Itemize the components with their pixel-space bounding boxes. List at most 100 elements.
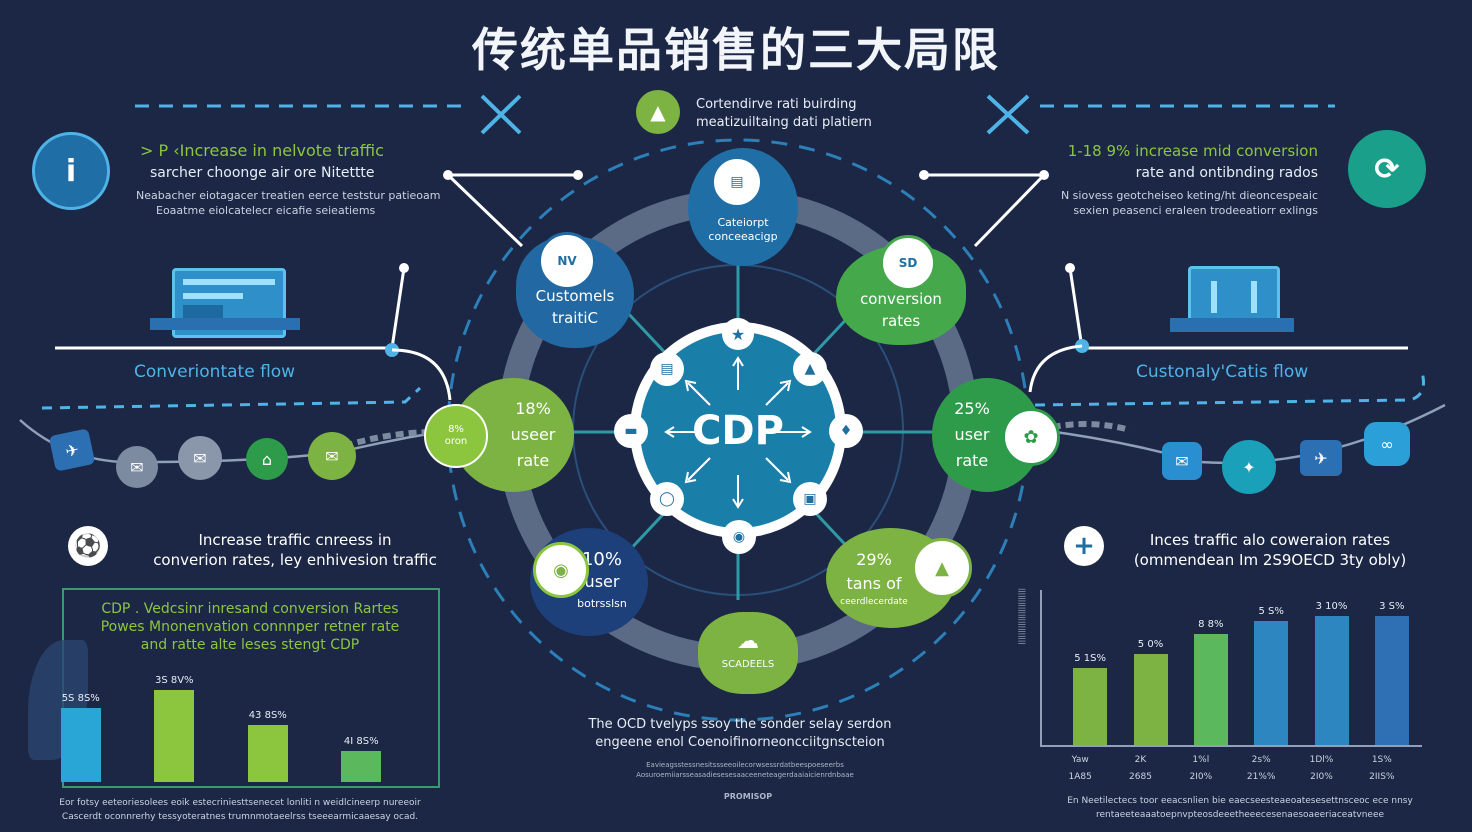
mail-icon: ✉ xyxy=(116,446,158,488)
right-chart-heading: Inces traffic alo coweraion rates (ommen… xyxy=(1120,530,1420,570)
refresh-icon: ⟳ xyxy=(1348,130,1426,208)
left-header: > P ‹Increase in nelvote traffic sarcher… xyxy=(140,140,384,184)
plant-icon: ▲ xyxy=(636,90,680,134)
bar-value-label-3: 5 S% xyxy=(1258,606,1284,618)
bar-1 xyxy=(154,690,195,782)
bottom-center-line2: engeene enol Coenoifinorneoncciitgnsctei… xyxy=(595,735,885,750)
bar-0 xyxy=(60,708,101,782)
node-lr-line2: tans of xyxy=(846,574,902,593)
right-chart-footer2: rentaeeteaaatoepnvpteosdeeetheeecesenaes… xyxy=(1095,810,1385,820)
right-chart-footer1: En Neetilectecs toor eeacsnlien bie eaec… xyxy=(1067,796,1413,806)
page-title: 传统单品销售的三大局限 xyxy=(472,23,1000,77)
link-icon: ∞ xyxy=(1364,422,1410,466)
x-tick-sublabel-0: 1A85 xyxy=(1068,772,1092,782)
bottom-center-footer: PROMISOP xyxy=(723,792,773,801)
node-right-line1: 25% xyxy=(954,399,990,418)
bar-value-label-2: 43 8S% xyxy=(248,709,287,721)
node-right-line3: rate xyxy=(955,451,989,470)
lock-icon: ◉ xyxy=(533,542,589,598)
left-chart-footer1: Eor fotsy eeteoriesolees eoik estecrinie… xyxy=(59,798,421,808)
plane-right-icon: ✈ xyxy=(1300,440,1342,476)
truck-icon: ▲ xyxy=(912,538,972,598)
x-tick-label-2: 1%l xyxy=(1192,755,1210,765)
left-chart-heading1: Increase traffic cnreess in xyxy=(198,531,392,549)
right-header-line2: rate and ontibnding rados xyxy=(1135,165,1318,181)
right-chart-heading2: (ommendean Im 2S9OECD 3ty obly) xyxy=(1133,551,1407,569)
bar-4 xyxy=(1314,615,1349,745)
node-ll-line1: 10% xyxy=(581,549,622,570)
laptop-base-left xyxy=(150,318,300,330)
cdp-center-label: CDP xyxy=(692,408,784,454)
left-chart-box3: and ratte alte leses stengt CDP xyxy=(140,637,360,653)
x-tick-label-3: 2s% xyxy=(1251,755,1271,765)
bottom-center-line3: Eavieagsstessnesitssseeoilecorwsessrdatb… xyxy=(646,761,844,769)
database-icon: ◉ xyxy=(722,520,756,554)
right-bar-chart: 5 1S%5 0%8 8%5 S%3 10%3 S% xyxy=(1060,590,1422,745)
node-ur-line1: conversion xyxy=(860,290,942,308)
bar-value-label-3: 4I 8S% xyxy=(343,735,379,747)
bar-3 xyxy=(341,750,382,782)
x-tick-sublabel-1: 2685 xyxy=(1129,772,1152,782)
plus-icon: + xyxy=(1064,526,1104,566)
bar-5 xyxy=(1374,615,1409,745)
bar-3 xyxy=(1254,621,1289,745)
node-lr-line3: ceerdlecerdate xyxy=(840,597,908,607)
right-header-desc: N siovess geotcheiseo keting/ht dieonces… xyxy=(1040,188,1318,218)
bar-value-label-5: 3 S% xyxy=(1379,600,1405,612)
x-tick-sublabel-4: 2I0% xyxy=(1310,772,1333,782)
x-tick-sublabel-5: 2IIS% xyxy=(1369,772,1395,782)
right-header-line1: 1-18 9% increase mid conversion xyxy=(1067,142,1318,160)
node-bottom[interactable]: ☁ SCADEELS xyxy=(698,612,798,694)
node-left-small-line2: oron xyxy=(444,436,468,447)
bottom-center-line1: The OCD tvelyps ssoy the sonder selay se… xyxy=(588,717,892,732)
top-center-line1: Cortendirve rati buirding xyxy=(696,97,857,112)
node-right-line2: user xyxy=(954,425,990,444)
x-tick-sublabel-3: 21%% xyxy=(1246,772,1276,782)
left-chart-heading: Increase traffic cnreess in converion ra… xyxy=(130,530,460,570)
bar-1 xyxy=(1133,654,1168,745)
node-top-line1: Cateiorpt xyxy=(717,216,769,229)
vehicle-icon: ▲ xyxy=(793,352,827,386)
bar-value-label-0: 5 1S% xyxy=(1074,653,1107,665)
right-header-desc1: N siovess geotcheiseo keting/ht dieonces… xyxy=(1060,189,1318,202)
bar-2 xyxy=(1193,634,1228,745)
node-left-small-line1: 8% xyxy=(448,424,464,435)
left-bar-chart: 5S 8S%3S 8V%43 8S%4I 8S% xyxy=(60,660,436,784)
left-chart-box2: Powes Mnonenvation connnper retner rate xyxy=(100,619,400,635)
top-center-text: Cortendirve rati buirding meatizuiltaing… xyxy=(696,96,872,132)
left-header-line2: sarcher choonge air ore Nitettte xyxy=(150,165,375,181)
top-center-line2: meatizuiltaing dati platiern xyxy=(696,115,872,130)
bar-0 xyxy=(1073,668,1108,745)
node-ll-line3: botrsslsn xyxy=(577,597,627,610)
users-icon: NV xyxy=(538,232,596,290)
bottom-center-text: The OCD tvelyps ssoy the sonder selay se… xyxy=(560,716,920,752)
envelope-icon: ✉ xyxy=(308,432,356,480)
node-bottom-line1: SCADEELS xyxy=(721,659,775,670)
x-mark-left-icon xyxy=(480,94,522,135)
left-header-line1: > P ‹Increase in nelvote traffic xyxy=(140,141,384,160)
bar-2 xyxy=(247,724,288,782)
node-left-line1: 18% xyxy=(515,399,551,418)
left-flow-label: Converiontate flow xyxy=(134,362,296,382)
node-left-line3: rate xyxy=(516,451,550,470)
left-header-desc2: Eoaatme eiolcatelecr eicafie seieatiems xyxy=(156,204,376,217)
mail-open-icon: ✉ xyxy=(178,436,222,480)
right-flow-label: Custonaly'Catis flow xyxy=(1136,362,1309,382)
soccer-icon: ⚽ xyxy=(68,526,108,566)
card-icon: ▬ xyxy=(614,414,648,448)
x-tick-label-0: Yaw xyxy=(1071,755,1089,765)
node-ll-line2: user xyxy=(584,572,620,591)
bar-value-label-2: 8 8% xyxy=(1198,619,1224,631)
right-header: 1-18 9% increase mid conversion rate and… xyxy=(1060,140,1318,184)
node-left-small[interactable]: 8% oron xyxy=(424,404,488,468)
node-top-line2: conceeacigp xyxy=(708,230,778,243)
bar-value-label-1: 5 0% xyxy=(1137,639,1164,651)
left-header-desc1: Neabacher eiotagacer treatien eerce test… xyxy=(136,189,441,202)
node-left-line2: useer xyxy=(510,425,556,444)
bar-value-label-0: 5S 8S% xyxy=(61,693,100,705)
chart-icon: SD xyxy=(880,235,936,291)
node-lr-line1: 29% xyxy=(856,550,892,569)
monitor-icon: ▣ xyxy=(793,482,827,516)
x-tick-label-4: 1Dl% xyxy=(1309,755,1334,765)
bottom-center-fine: Eavieagsstessnesitssseeoilecorwsessrdatb… xyxy=(600,760,890,780)
